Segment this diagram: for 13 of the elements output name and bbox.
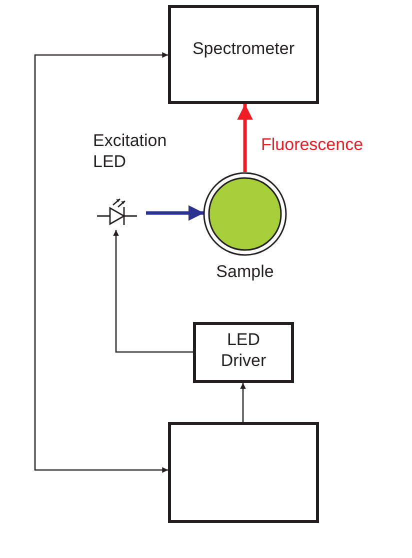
empty-box — [168, 422, 319, 523]
process-box — [168, 5, 319, 104]
node-caption: Excitation LED — [93, 130, 168, 172]
node-label: Sample — [215, 261, 275, 282]
signal-arrow — [113, 230, 193, 353]
light-arrow — [146, 205, 204, 221]
light-arrow — [237, 104, 253, 172]
process-box — [193, 322, 294, 383]
signal-arrow — [34, 52, 168, 473]
node-label: Spectrometer — [191, 38, 296, 59]
led-symbol-icon — [96, 198, 138, 228]
node-label: LED Driver — [220, 329, 268, 371]
signal-arrow — [240, 383, 246, 422]
